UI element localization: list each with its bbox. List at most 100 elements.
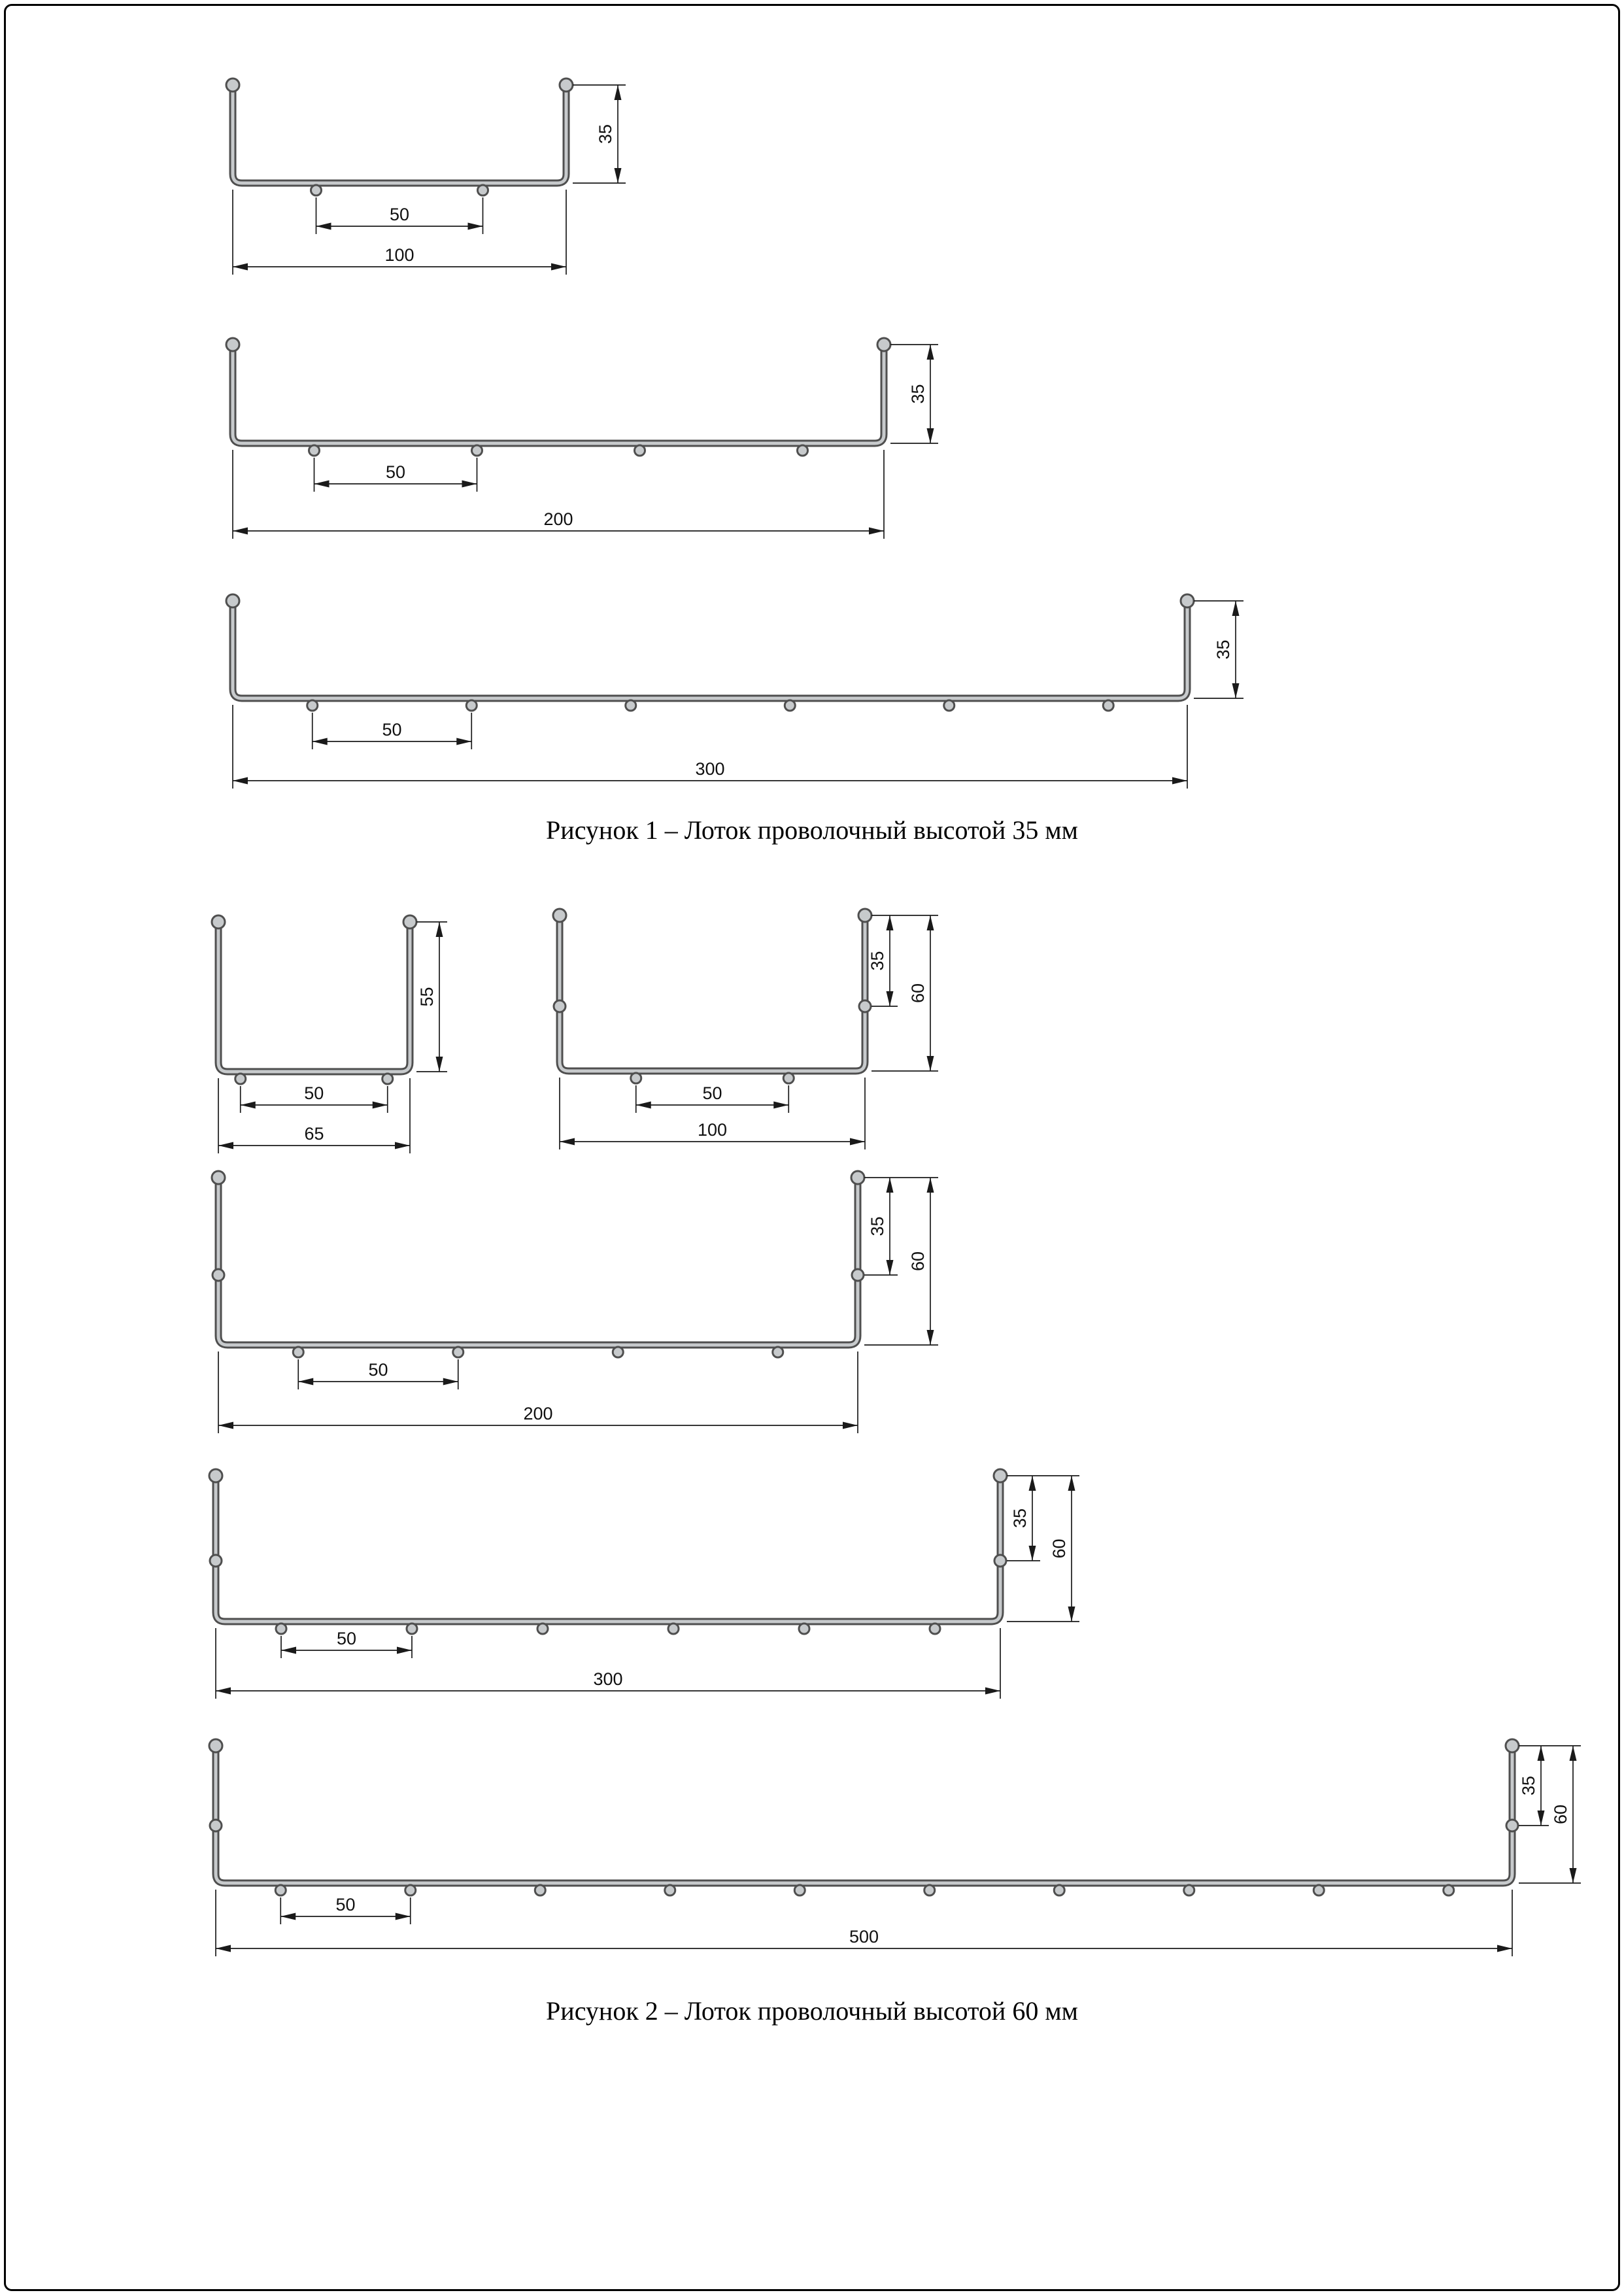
width-dim-label: 200	[523, 1404, 552, 1423]
dimension-arrow	[551, 263, 566, 271]
dimension-arrow	[240, 1101, 256, 1109]
wire-spacing-dim-label: 50	[337, 1629, 356, 1648]
bottom-wire	[306, 699, 319, 712]
bottom-wire	[783, 699, 796, 712]
rim-wire-left	[552, 908, 567, 923]
bottom-wire	[1053, 1884, 1066, 1897]
rim-wire-left	[208, 1468, 224, 1484]
dimension-arrow	[314, 480, 330, 488]
dimension-arrow	[926, 1330, 934, 1345]
bottom-wire	[405, 1622, 418, 1635]
dimension-arrow	[218, 1142, 233, 1149]
rim-wire-right	[1504, 1738, 1520, 1754]
height-dim-label: 55	[417, 987, 437, 1006]
dimension-arrow	[886, 915, 894, 930]
width-dim-label: 500	[849, 1927, 879, 1946]
mid-wire-right	[993, 1554, 1007, 1568]
dimension-arrow	[926, 428, 934, 443]
tray-profile	[216, 1178, 860, 1347]
bottom-wire	[465, 699, 478, 712]
dimension-arrow	[1028, 1546, 1036, 1561]
dimension-arrow	[1232, 683, 1240, 698]
rim-wire-left	[225, 337, 241, 352]
dimension-arrow	[216, 1687, 231, 1695]
bottom-wire	[798, 1622, 811, 1635]
dimension-arrow	[218, 1421, 233, 1429]
dimension-arrow	[216, 1945, 231, 1952]
width-dim-label: 65	[304, 1124, 324, 1144]
width-dim-label: 200	[543, 509, 573, 529]
upper-height-dim-label: 35	[1010, 1508, 1030, 1528]
rim-wire-left	[225, 593, 241, 609]
width-dim-label: 300	[593, 1669, 622, 1689]
tray-profile	[231, 345, 886, 445]
bottom-wire	[477, 184, 489, 197]
dimension-arrow	[316, 222, 331, 230]
rim-wire-left	[211, 1170, 226, 1185]
tray-profile-outline	[214, 1178, 862, 1349]
bottom-wire	[928, 1622, 941, 1635]
rim-wire-right	[857, 908, 873, 923]
dimension-arrow	[560, 1138, 575, 1146]
width-dim-label: 100	[384, 245, 414, 265]
bottom-wire	[452, 1346, 465, 1359]
dimension-arrow	[233, 777, 248, 785]
bottom-wire	[292, 1346, 305, 1359]
tray-profile	[214, 1746, 1514, 1885]
dimension-arrow	[443, 1378, 458, 1386]
dimension-arrow	[395, 1912, 411, 1920]
dimension-arrow	[985, 1687, 1000, 1695]
dimension-arrow	[886, 991, 894, 1006]
dimension-arrow	[773, 1101, 789, 1109]
bottom-wires	[234, 1072, 394, 1085]
bottom-wire	[1442, 1884, 1455, 1897]
dimension-arrow	[435, 922, 443, 937]
tray-profile	[231, 85, 568, 185]
wire-spacing-dim-label: 50	[386, 462, 405, 482]
dimension-arrow	[467, 222, 483, 230]
mid-wire-left	[209, 1818, 223, 1833]
bottom-wire	[308, 444, 320, 457]
dimension-arrow	[1537, 1746, 1545, 1761]
mid-wire-left	[552, 999, 567, 1013]
bottom-wires	[292, 1346, 785, 1359]
bottom-wire	[630, 1072, 643, 1085]
dimension-arrow	[926, 345, 934, 360]
bottom-wire	[275, 1622, 288, 1635]
dimension-arrow	[372, 1101, 388, 1109]
bottom-wire	[667, 1622, 680, 1635]
figure1-caption: Рисунок 1 – Лоток проволочный высотой 35…	[546, 815, 1078, 845]
dimension-arrow	[1569, 1746, 1577, 1761]
wire-spacing-dim-label: 50	[368, 1360, 388, 1380]
figure2-caption: Рисунок 2 – Лоток проволочный высотой 60…	[546, 1996, 1078, 2026]
dimension-arrow	[1172, 777, 1187, 785]
bottom-wire	[782, 1072, 795, 1085]
dimension-arrow	[1537, 1810, 1545, 1826]
bottom-wire	[1312, 1884, 1325, 1897]
bottom-wire	[404, 1884, 417, 1897]
bottom-wire	[611, 1346, 624, 1359]
width-dim-label: 300	[695, 759, 724, 779]
tray-profile-outline	[229, 345, 888, 447]
dimension-arrow	[843, 1421, 858, 1429]
dimension-arrow	[298, 1378, 314, 1386]
mid-wire-right	[851, 1268, 865, 1282]
height-dim-label: 35	[596, 124, 615, 144]
bottom-wires	[310, 184, 489, 197]
bottom-wire	[1102, 699, 1115, 712]
dimension-arrow	[233, 263, 248, 271]
dimension-arrow	[926, 915, 934, 930]
bottom-wire	[664, 1884, 677, 1897]
wire-spacing-dim-label: 50	[702, 1083, 722, 1103]
dimension-arrow	[1569, 1868, 1577, 1883]
rim-wire-right	[850, 1170, 866, 1185]
rim-wire-left	[208, 1738, 224, 1754]
upper-height-dim-label: 35	[868, 951, 887, 970]
mid-wire-left	[211, 1268, 226, 1282]
rim-wire-right	[558, 77, 574, 93]
bottom-wires	[308, 444, 809, 457]
dimension-arrow	[281, 1646, 296, 1654]
dimension-arrow	[926, 1178, 934, 1193]
